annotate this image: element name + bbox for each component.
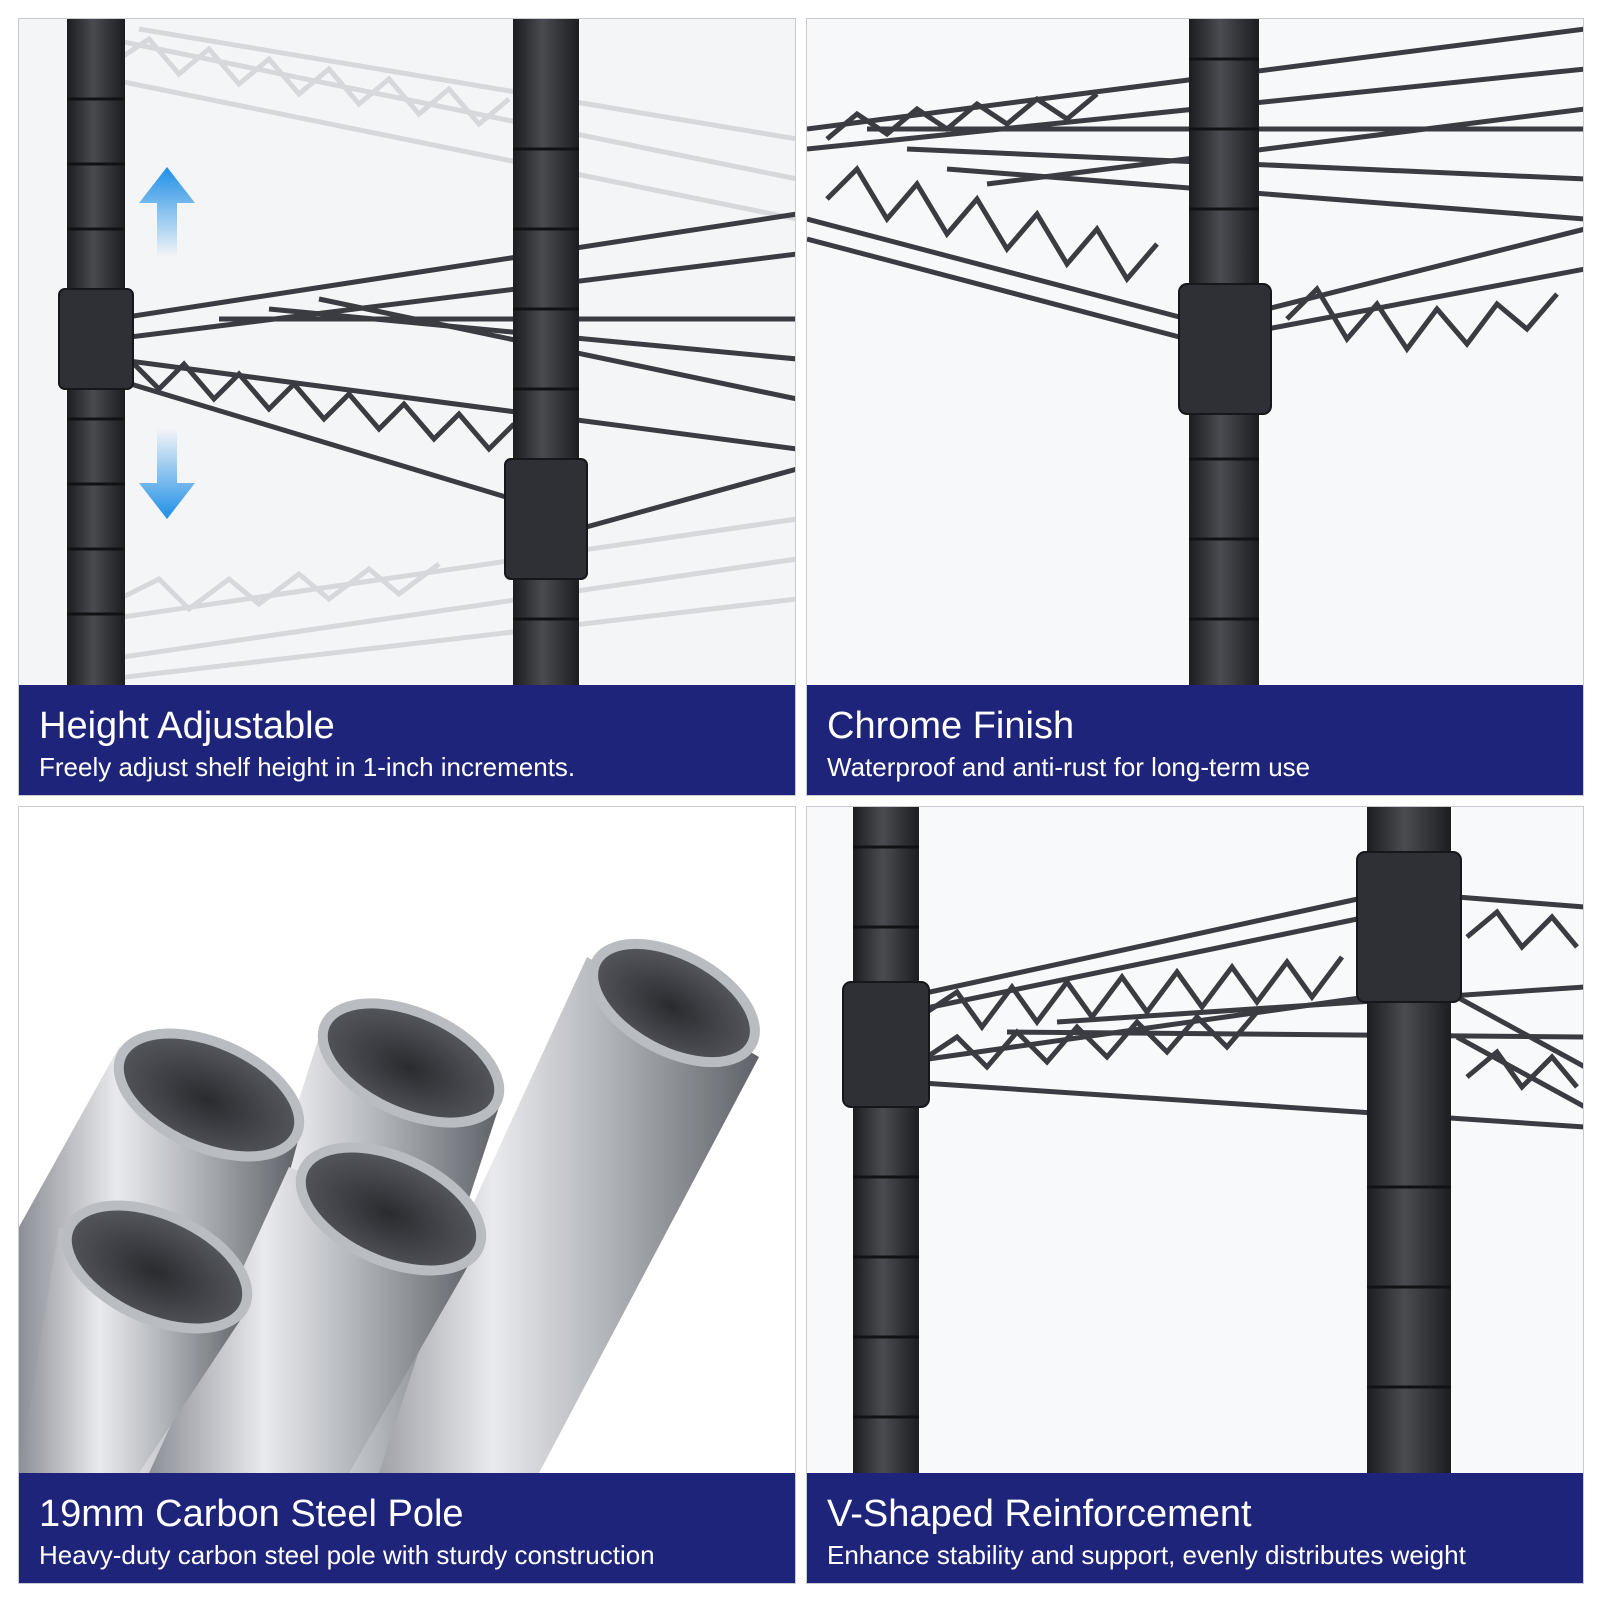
arrow-up-icon [139, 167, 195, 257]
panel-subtitle: Waterproof and anti-rust for long-term u… [827, 752, 1311, 782]
feature-panel-carbon-steel-pole: 19mm Carbon Steel Pole Heavy-duty carbon… [18, 806, 796, 1584]
feature-panel-chrome-finish: Chrome Finish Waterproof and anti-rust f… [806, 18, 1584, 796]
panel-title: Height Adjustable [39, 705, 335, 747]
arrow-down-icon [139, 429, 195, 519]
shelf-height-illustration [19, 19, 795, 685]
panel-subtitle: Freely adjust shelf height in 1-inch inc… [39, 752, 576, 782]
shelf-closeup-illustration [807, 19, 1583, 685]
feature-panel-v-shaped-reinforcement: V-Shaped Reinforcement Enhance stability… [806, 806, 1584, 1584]
v-brace-illustration [807, 807, 1583, 1473]
panel-title: Chrome Finish [827, 705, 1075, 747]
caption-bar: Height Adjustable Freely adjust shelf he… [19, 685, 795, 795]
panel-subtitle: Enhance stability and support, evenly di… [827, 1540, 1466, 1570]
caption-bar: 19mm Carbon Steel Pole Heavy-duty carbon… [19, 1473, 795, 1583]
panel-title: V-Shaped Reinforcement [827, 1493, 1252, 1535]
feature-panel-height-adjustable: Height Adjustable Freely adjust shelf he… [18, 18, 796, 796]
panel-title: 19mm Carbon Steel Pole [39, 1493, 464, 1535]
panel-subtitle: Heavy-duty carbon steel pole with sturdy… [39, 1540, 655, 1570]
caption-bar: Chrome Finish Waterproof and anti-rust f… [807, 685, 1583, 795]
steel-tubes-illustration [19, 807, 795, 1473]
caption-bar: V-Shaped Reinforcement Enhance stability… [807, 1473, 1583, 1583]
